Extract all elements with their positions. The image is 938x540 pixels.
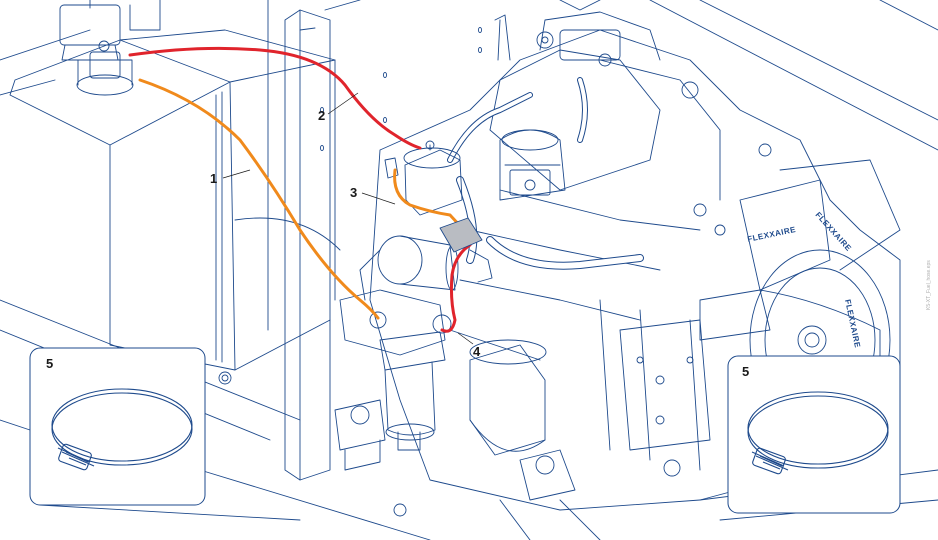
inset-clamp-right: 5	[727, 355, 901, 514]
callout-2: 2	[318, 108, 325, 123]
callout-3: 3	[350, 185, 357, 200]
fuel-filter-assembly	[339, 289, 452, 451]
engine-mounts	[218, 371, 681, 540]
fuel-hose-4-red	[440, 243, 472, 333]
oil-filter	[469, 339, 547, 456]
brand-text-2: FLEXXAIRE	[814, 210, 854, 253]
fuel-hose-supply-orange	[138, 78, 380, 320]
callout-1: 1	[210, 171, 217, 186]
inset-clamp-left: 5	[29, 347, 206, 506]
hose-clamp-icon	[747, 391, 889, 475]
frame-holes	[319, 27, 483, 151]
thermostat-housing	[499, 129, 566, 201]
brand-text-1: FLEXXAIRE	[747, 225, 797, 244]
callout-5-left: 5	[46, 356, 53, 371]
starter-motor	[359, 235, 459, 301]
watermark-filename: K5-XT_Fuel_hose.eps	[926, 260, 932, 310]
pre-filter	[384, 140, 463, 216]
callout-4: 4	[473, 344, 481, 359]
tank-sender-unit	[59, 0, 161, 96]
frame-posts	[267, 0, 361, 481]
fuel-hose-3-orange	[393, 168, 464, 230]
hose-clamp-icon	[51, 388, 193, 471]
fuel-tank	[9, 29, 341, 371]
callout-5-right: 5	[742, 364, 749, 379]
fuel-hose-return-red	[128, 46, 422, 150]
brand-text-3: FLEXXAIRE	[843, 299, 862, 349]
fuel-connector-block	[439, 217, 483, 253]
